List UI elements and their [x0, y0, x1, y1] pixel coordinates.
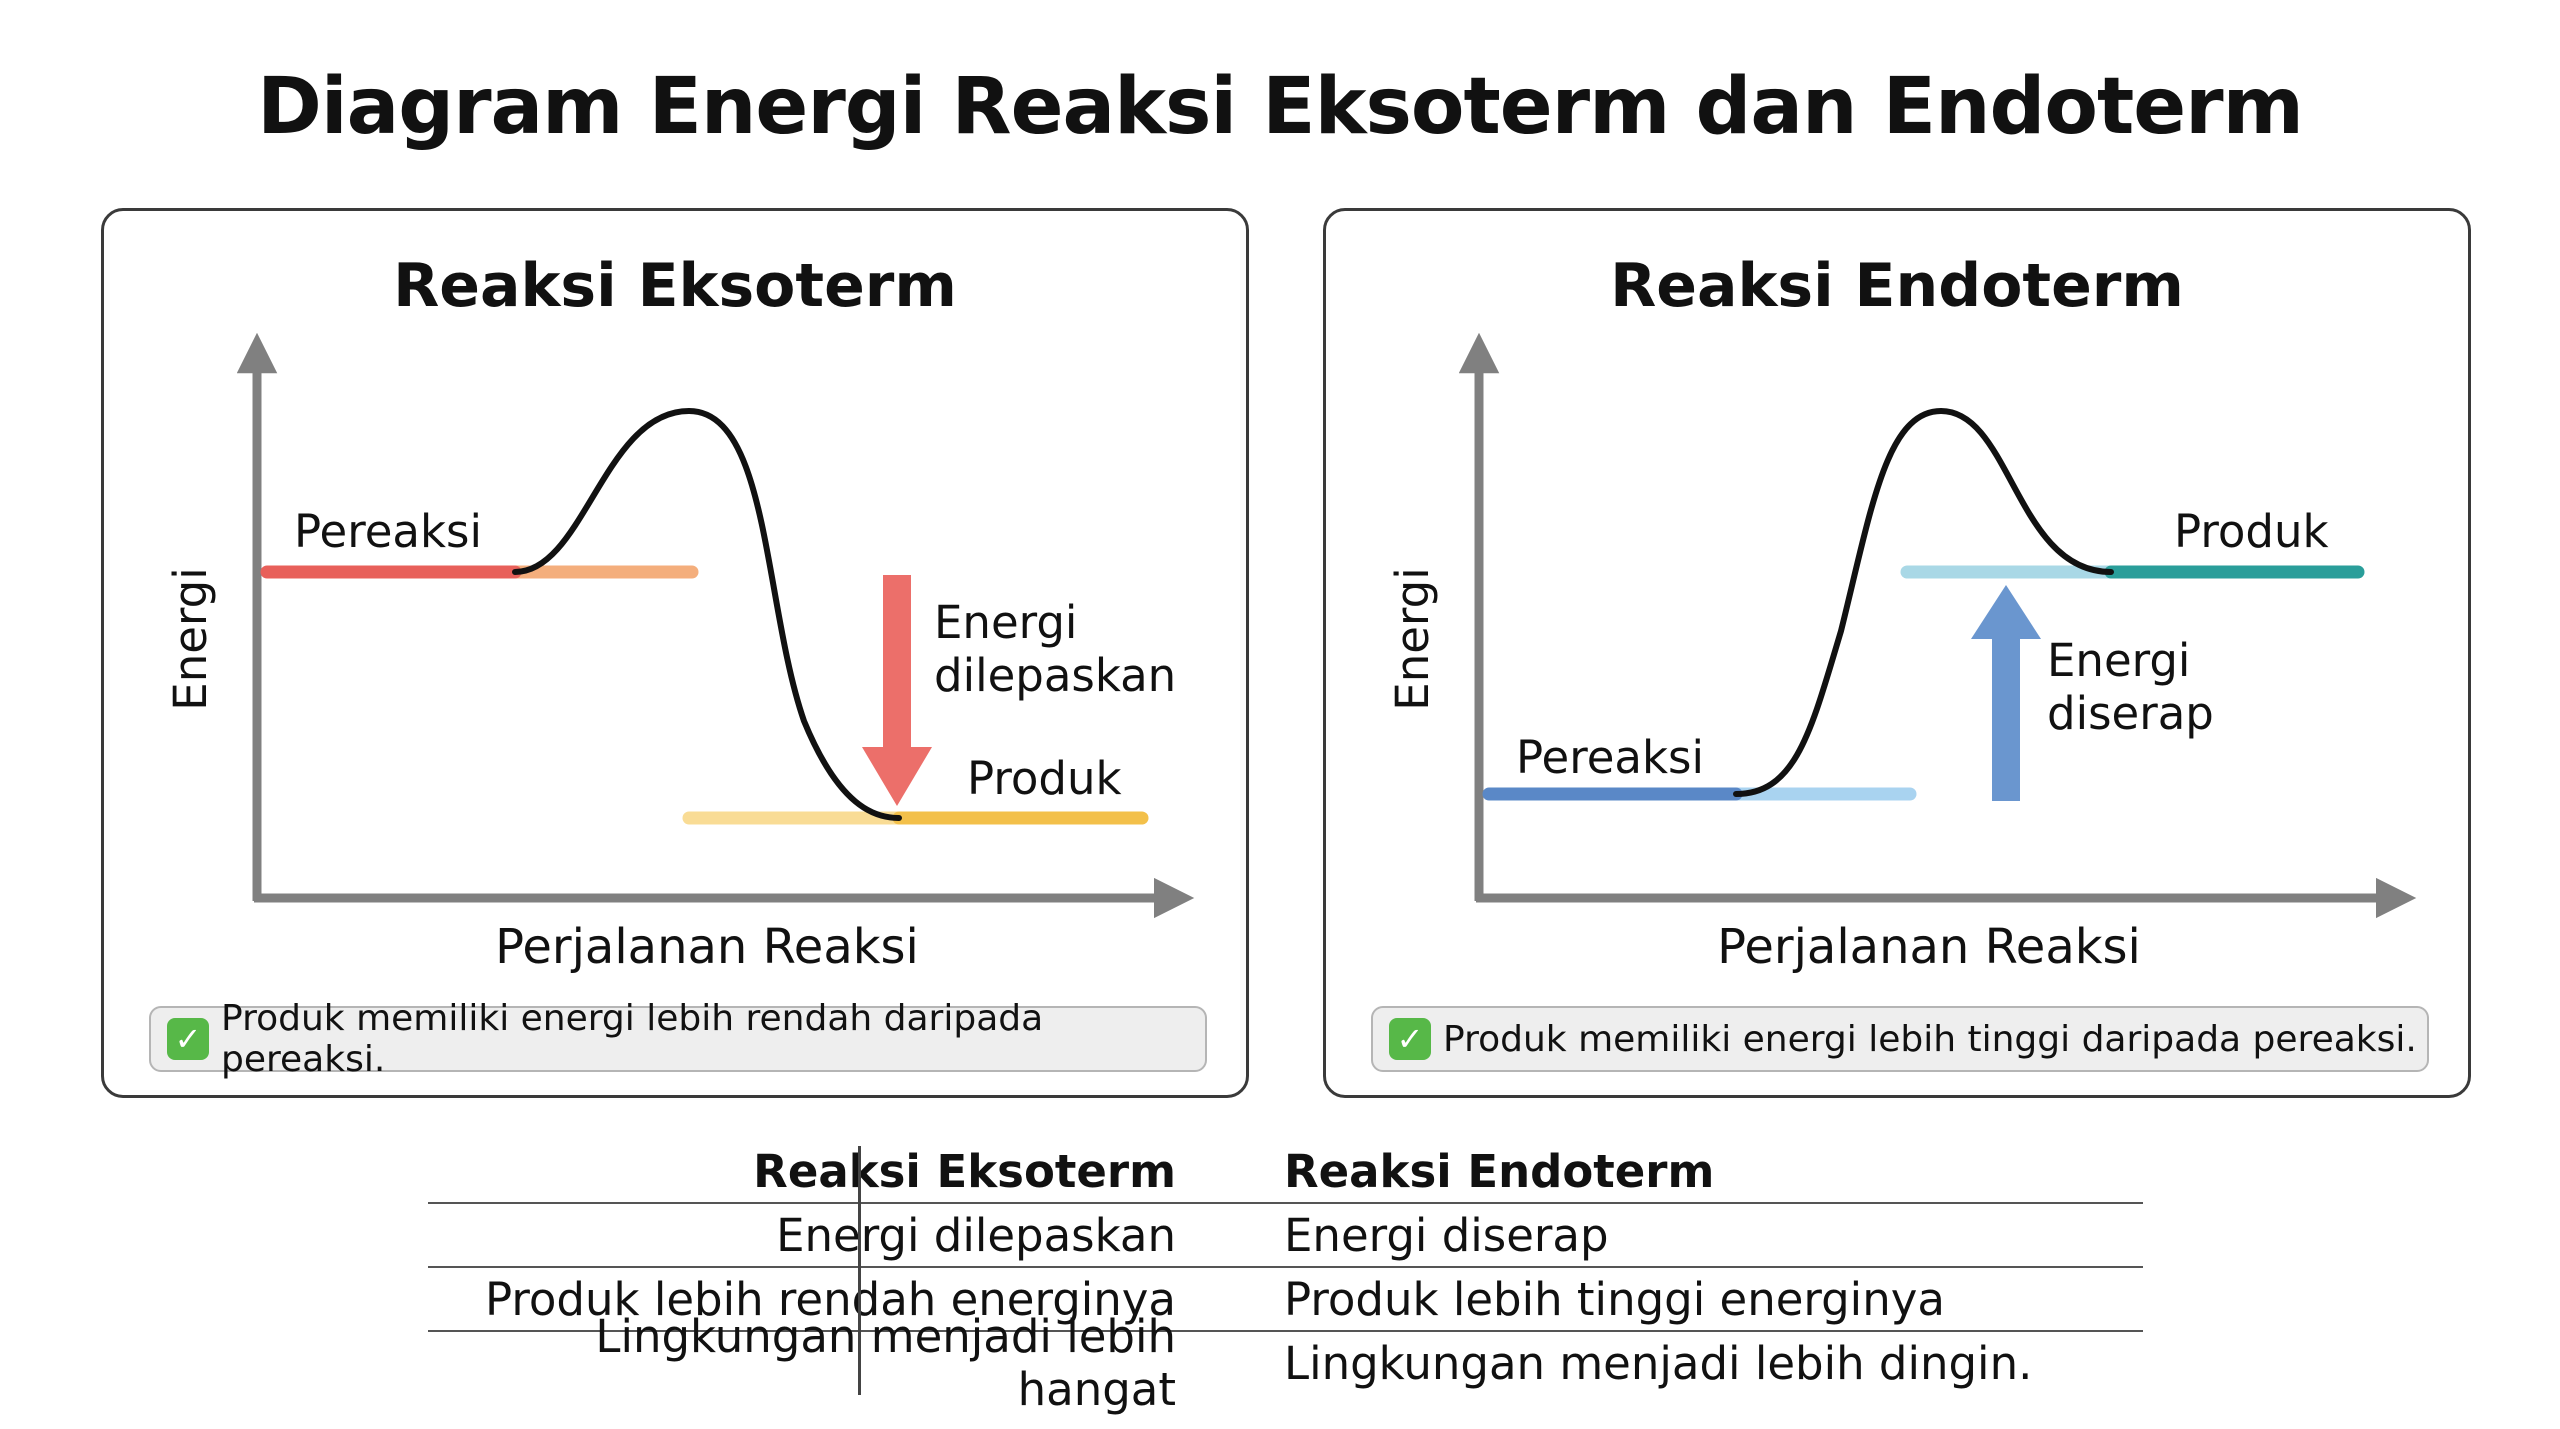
exothermic-note: ✓ Produk memiliki energi lebih rendah da…: [149, 998, 1207, 1080]
checkmark-icon: ✓: [167, 1018, 209, 1060]
exothermic-diagram: Energi Perjalanan Reaksi Pereaksi Produk…: [164, 332, 1195, 975]
energy-released-arrow: [862, 575, 932, 806]
exothermic-cell: Lingkungan menjadi lebih hangat: [595, 1310, 1176, 1416]
endothermic-cell: Lingkungan menjadi lebih dingin.: [1284, 1336, 2033, 1390]
reactant-label: Pereaksi: [294, 505, 482, 558]
table-row: Lingkungan menjadi lebih hangat Lingkung…: [428, 1310, 2143, 1416]
checkmark-icon: ✓: [1389, 1018, 1431, 1060]
energy-released-label-line2: dilepaskan: [934, 649, 1176, 702]
main-title: Diagram Energi Reaksi Eksoterm dan Endot…: [257, 62, 2304, 152]
x-axis-label: Perjalanan Reaksi: [495, 919, 919, 975]
endothermic-diagram: Energi Perjalanan Reaksi Pereaksi Produk…: [1386, 332, 2417, 975]
comparison-header-row: Reaksi Eksoterm Reaksi Endoterm: [428, 1140, 2143, 1202]
table-row: Energi dilepaskan Energi diserap: [428, 1202, 2143, 1266]
endothermic-cell: Energi diserap: [1284, 1208, 1609, 1262]
header-exothermic: Reaksi Eksoterm: [753, 1144, 1176, 1198]
endothermic-title: Reaksi Endoterm: [1610, 251, 2184, 321]
exothermic-cell: Energi dilepaskan: [776, 1208, 1176, 1262]
x-axis-label: Perjalanan Reaksi: [1717, 919, 2141, 975]
endothermic-note-text: Produk memiliki energi lebih tinggi dari…: [1443, 1018, 2417, 1060]
reaction-curve: [512, 407, 902, 821]
endothermic-note: ✓ Produk memiliki energi lebih tinggi da…: [1371, 1006, 2429, 1072]
exothermic-panel: Reaksi Eksoterm Energi Perjalanan Reaksi…: [101, 208, 1249, 1098]
column-divider: [858, 1146, 861, 1395]
exothermic-note-text: Produk memiliki energi lebih rendah dari…: [221, 998, 1044, 1080]
y-axis-label: Energi: [164, 567, 217, 710]
endothermic-panel: Reaksi Endoterm Energi Perjalanan Reaksi…: [1323, 208, 2471, 1098]
exothermic-title: Reaksi Eksoterm: [393, 251, 957, 321]
comparison-table: Reaksi Eksoterm Reaksi Endoterm Energi d…: [428, 1140, 2143, 1416]
reactant-label: Pereaksi: [1516, 731, 1704, 784]
y-axis-label: Energi: [1386, 567, 1439, 710]
table-row: Produk lebih rendah energinya Produk leb…: [428, 1266, 2143, 1330]
reaction-curve: [1733, 407, 2114, 797]
product-label: Produk: [967, 752, 1122, 805]
energy-absorbed-arrow: [1971, 585, 2041, 801]
product-label: Produk: [2174, 505, 2329, 558]
endothermic-cell: Produk lebih tinggi energinya: [1284, 1272, 1945, 1326]
energy-absorbed-label-line1: Energi: [2047, 634, 2190, 687]
exothermic-cell: Produk lebih rendah energinya: [485, 1272, 1176, 1326]
header-endothermic: Reaksi Endoterm: [1284, 1144, 1715, 1198]
energy-released-label-line1: Energi: [934, 596, 1077, 649]
energy-absorbed-label-line2: diserap: [2047, 687, 2214, 740]
